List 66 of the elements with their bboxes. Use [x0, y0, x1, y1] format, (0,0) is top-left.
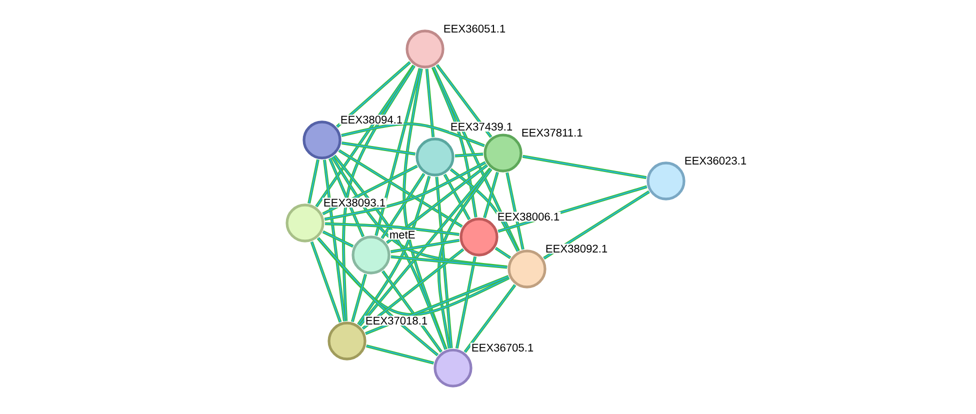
interaction-line	[350, 274, 368, 322]
interaction-line	[315, 64, 415, 208]
interaction-line	[431, 66, 478, 218]
interaction-line	[323, 160, 346, 322]
protein-node	[406, 30, 444, 68]
node-label: EEX38093.1	[322, 198, 387, 208]
interaction-line	[331, 156, 508, 268]
interaction-line	[437, 168, 492, 349]
node-label: EEX36051.1	[442, 24, 507, 34]
interaction-line	[341, 122, 485, 148]
node-label: EEX38094.1	[339, 114, 404, 125]
interaction-line	[483, 172, 499, 218]
protein-node	[286, 204, 324, 242]
interaction-line	[390, 238, 460, 254]
protein-node	[328, 322, 366, 360]
interaction-line	[328, 158, 365, 238]
interaction-line	[425, 68, 435, 138]
interaction-line	[436, 64, 492, 138]
interaction-line	[317, 237, 439, 356]
interaction-line	[308, 159, 320, 204]
interaction-line	[336, 61, 412, 128]
node-label: EEX36023.1	[683, 156, 748, 166]
interaction-line	[322, 230, 354, 248]
interaction-line	[506, 172, 524, 250]
interaction-line	[358, 167, 492, 327]
interaction-line	[435, 176, 453, 348]
interaction-line	[342, 65, 416, 322]
interaction-line	[324, 222, 460, 236]
interaction-line	[450, 168, 520, 252]
interaction-line	[366, 344, 434, 365]
interaction-line	[374, 68, 422, 236]
protein-node	[416, 138, 454, 176]
interaction-line	[338, 149, 463, 228]
interaction-line	[357, 176, 431, 326]
interaction-line	[382, 270, 442, 353]
protein-node	[484, 134, 522, 172]
node-label: EEX38092.1	[544, 244, 609, 254]
interaction-line	[455, 256, 477, 349]
interaction-line	[522, 154, 647, 180]
interaction-line	[494, 246, 512, 260]
node-label: EEX37811.1	[520, 128, 584, 138]
node-label: EEX36705.1	[470, 342, 535, 353]
protein-node	[434, 348, 472, 388]
protein-node	[508, 250, 546, 288]
protein-node	[302, 120, 342, 160]
interaction-line	[386, 164, 488, 244]
interaction-line	[362, 248, 464, 330]
protein-node	[460, 218, 498, 256]
interaction-line	[454, 152, 484, 158]
interaction-line	[324, 161, 486, 221]
interaction-line	[432, 66, 520, 252]
interaction-line	[390, 255, 508, 269]
interaction-line	[464, 284, 516, 353]
node-label: EEX37439.1	[449, 122, 514, 132]
interaction-line	[310, 241, 342, 323]
interaction-line	[543, 190, 650, 260]
interaction-line	[380, 172, 426, 240]
interaction-line	[443, 174, 471, 220]
node-label: EEX38006.1	[496, 212, 561, 222]
protein-node	[352, 236, 390, 274]
protein-node	[646, 162, 686, 200]
node-label: metE	[388, 230, 416, 240]
interaction-line	[342, 142, 416, 156]
interaction-line	[333, 154, 448, 350]
node-label: EEX37018.1	[364, 316, 429, 326]
interaction-line	[402, 68, 448, 350]
